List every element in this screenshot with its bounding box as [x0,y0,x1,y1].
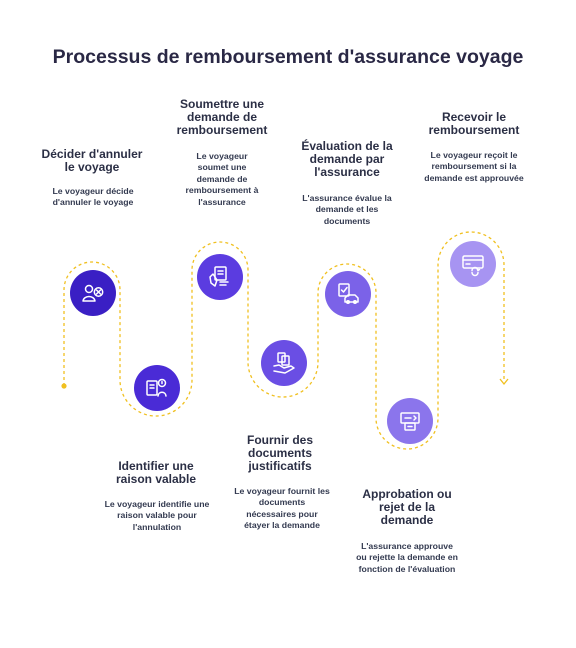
approval-form-icon [400,412,420,431]
step-5-circle [325,271,371,317]
flow-end-arrow [499,378,509,386]
page-title: Processus de remboursement d'assurance v… [52,46,524,68]
step-3-circle [197,254,243,300]
hand-submit-icon [209,266,229,287]
step-6-desc: L'assurance approuve ou rejette la deman… [356,541,458,574]
step-7-title: Recevoir le remboursement [428,110,520,137]
step-2-title: Identifier une raison valable [115,459,197,486]
step-7-circle [450,241,496,287]
step-1-desc: Le voyageur décide d'annuler le voyage [52,186,134,208]
person-cancel-icon [82,284,104,302]
step-6-circle [387,398,433,444]
step-3-title: Soumettre une demande de remboursement [176,97,268,137]
step-5-desc: L'assurance évalue la demande et les doc… [302,193,392,226]
step-4-circle [261,340,307,386]
step-6-title: Approbation ou rejet de la demande [362,487,452,527]
document-reason-icon [146,378,167,397]
documents-hand-icon [273,352,295,374]
step-1-circle [70,270,116,316]
step-2-desc: Le voyageur identifie une raison valable… [104,499,210,532]
step-4-title: Fournir des documents justificatifs [246,433,313,473]
car-evaluation-icon [338,283,359,305]
step-7-desc: Le voyageur reçoit le remboursement si l… [424,150,524,183]
step-5-title: Évaluation de la demande par l'assurance [301,139,393,179]
step-3-desc: Le voyageur soumet une demande de rembou… [185,151,259,207]
step-4-desc: Le voyageur fournit les documents nécess… [234,486,330,531]
flow-start-dot [61,383,67,389]
step-2-circle [134,365,180,411]
card-refund-icon [462,255,484,277]
step-1-title: Décider d'annuler le voyage [41,147,143,174]
